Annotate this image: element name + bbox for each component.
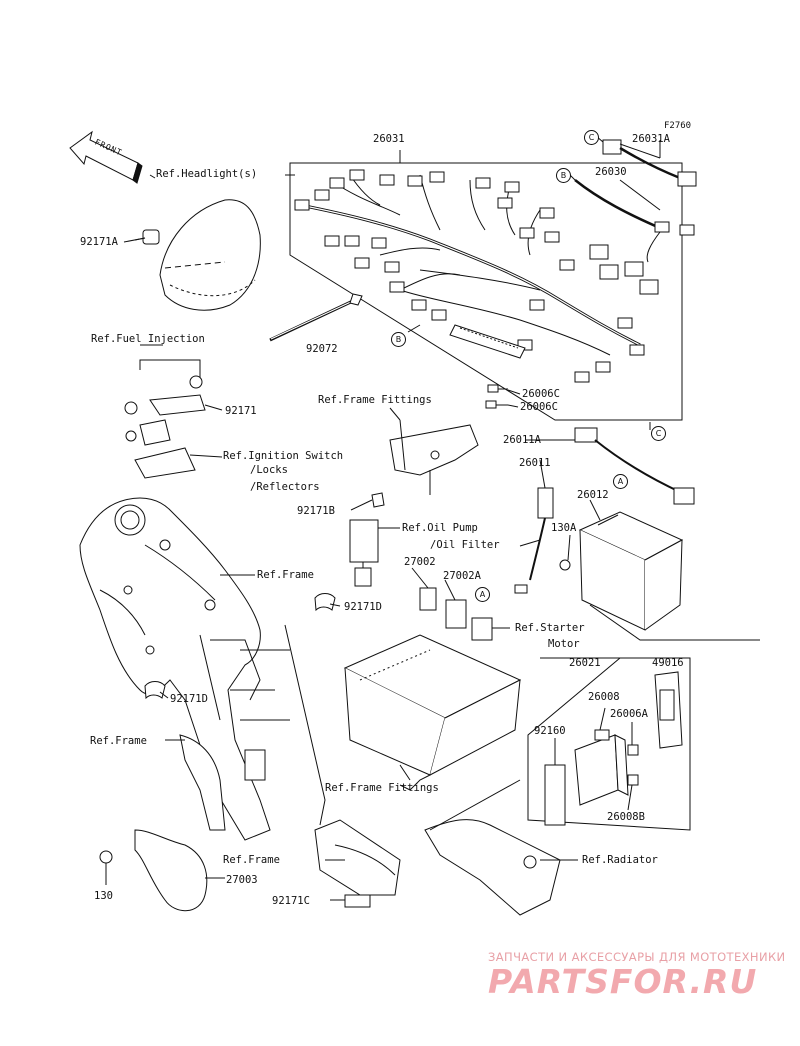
ref-starter-motor: Ref.Starter <box>515 622 585 634</box>
battery-26012 <box>578 511 760 641</box>
cable-tie-92072 <box>269 293 363 342</box>
callout-26030: 26030 <box>595 166 627 178</box>
relay-27002 <box>349 519 493 641</box>
frame-structure <box>79 497 326 841</box>
frame-down-tube <box>179 734 226 831</box>
ref-ignition-locks: /Locks <box>250 464 288 476</box>
ref-radiator: Ref.Radiator <box>582 854 658 866</box>
callout-26031A: 26031A <box>632 133 670 145</box>
bracket-frame-lower <box>314 819 401 908</box>
battery-cable-26011 <box>514 487 571 594</box>
ref-ignition-reflectors: /Reflectors <box>250 481 320 493</box>
callout-27002A: 27002A <box>443 570 481 582</box>
callout-92171A: 92171A <box>80 236 118 248</box>
battery-cable-26011A <box>574 427 695 505</box>
ref-starter-motor-2: Motor <box>548 638 580 650</box>
callout-26008B: 26008B <box>607 811 645 823</box>
callout-49016: 49016 <box>652 657 684 669</box>
callout-130A: 130A <box>551 522 577 534</box>
bracket-27003 <box>99 829 208 912</box>
connector-mark-c-top: C <box>584 130 599 145</box>
battery-tray <box>343 634 522 791</box>
callout-26011: 26011 <box>519 457 551 469</box>
callout-92160: 92160 <box>534 725 566 737</box>
ref-headlight: Ref.Headlight(s) <box>156 168 258 180</box>
callout-26011A: 26011A <box>503 434 541 446</box>
callout-92171B: 92171B <box>297 505 335 517</box>
ref-oil-pump: Ref.Oil Pump <box>402 522 478 534</box>
connector-mark-b-mid: B <box>391 332 406 347</box>
callout-92072: 92072 <box>306 343 338 355</box>
bracket-frame-fittings <box>371 419 479 508</box>
sub-harness-26031A <box>602 139 697 187</box>
leader-lines <box>105 135 651 901</box>
connector-mark-a-1: A <box>613 474 628 489</box>
radiator-bracket <box>424 779 561 916</box>
callout-26012: 26012 <box>577 489 609 501</box>
ref-frame-3: Ref.Frame <box>223 854 280 866</box>
ref-frame-fittings-top: Ref.Frame Fittings <box>318 394 432 406</box>
callout-26006A: 26006A <box>610 708 648 720</box>
callout-130: 130 <box>94 890 113 902</box>
ref-frame-2: Ref.Frame <box>90 735 147 747</box>
callout-92171D-1: 92171D <box>344 601 382 613</box>
callout-26008: 26008 <box>588 691 620 703</box>
connector-mark-c-mid: C <box>651 426 666 441</box>
ref-frame-fittings-bottom: Ref.Frame Fittings <box>325 782 439 794</box>
callout-26006C-2: 26006C <box>520 401 558 413</box>
sub-harness-26030 <box>574 179 695 263</box>
watermark-logo: PARTSFOR.RU <box>488 962 758 1001</box>
main-harness-26031 <box>289 150 683 421</box>
watermark-tagline: ЗАПЧАСТИ И АКСЕССУАРЫ ДЛЯ МОТОТЕХНИКИ <box>488 950 786 964</box>
ref-fuel-injection: Ref.Fuel Injection <box>91 333 205 345</box>
front-arrow-icon <box>69 130 143 184</box>
headlight-assembly <box>134 199 261 311</box>
ref-frame-1: Ref.Frame <box>257 569 314 581</box>
ecu-box-26021 <box>527 657 691 831</box>
callout-92171C: 92171C <box>272 895 310 907</box>
bracket-92171 <box>124 359 206 479</box>
callout-92171D-2: 92171D <box>170 693 208 705</box>
callout-92171: 92171 <box>225 405 257 417</box>
connector-mark-a-2: A <box>475 587 490 602</box>
connector-mark-b-top: B <box>556 168 571 183</box>
figure-code: F2760 <box>664 121 692 131</box>
clamp-92171D <box>144 593 336 700</box>
relay-26006C <box>485 384 508 409</box>
ref-oil-filter: /Oil Filter <box>430 539 500 551</box>
callout-26031: 26031 <box>373 133 405 145</box>
ref-ignition-switch: Ref.Ignition Switch <box>223 450 344 462</box>
callout-26021: 26021 <box>569 657 601 669</box>
callout-27003: 27003 <box>226 874 258 886</box>
callout-27002: 27002 <box>404 556 436 568</box>
callout-26006C-1: 26006C <box>522 388 560 400</box>
